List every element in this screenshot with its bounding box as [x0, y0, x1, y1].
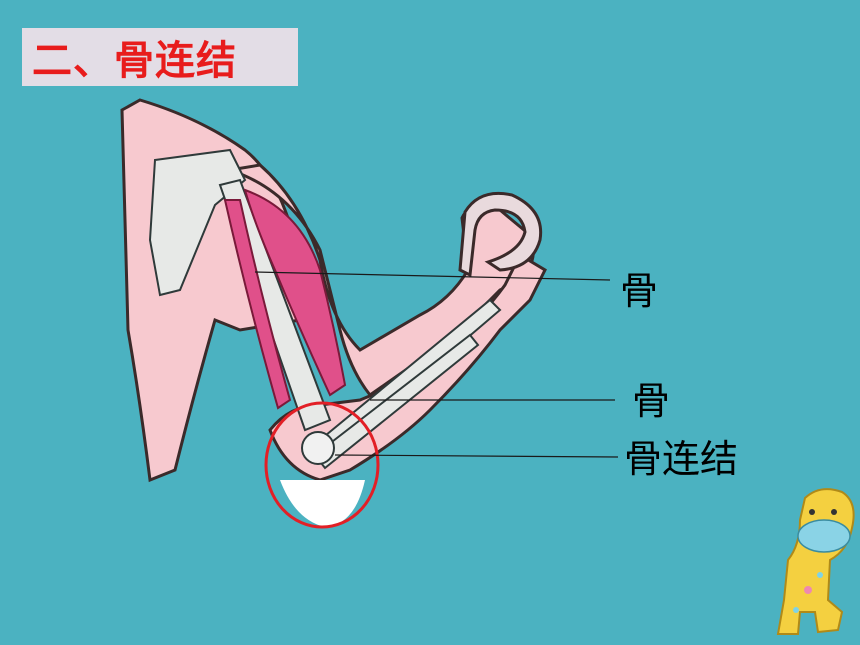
label-joint: 骨连结: [624, 437, 739, 481]
pointer-line-joint: [334, 454, 619, 458]
biceps-muscle: [243, 188, 347, 397]
page-title: 二、骨连结: [32, 37, 237, 84]
label-bone-lower: 骨: [632, 379, 671, 423]
label-bone-upper: 骨: [620, 269, 659, 313]
pointer-line-bone-upper: [254, 271, 611, 281]
triceps-muscle: [223, 199, 292, 410]
hand: [458, 191, 543, 278]
joint-highlight-circle: [264, 401, 380, 529]
title-box: 二、骨连结: [22, 28, 298, 86]
elbow-joint: [301, 431, 335, 465]
elbow-white-area: [280, 480, 365, 527]
giraffe-decoration: [776, 488, 855, 635]
